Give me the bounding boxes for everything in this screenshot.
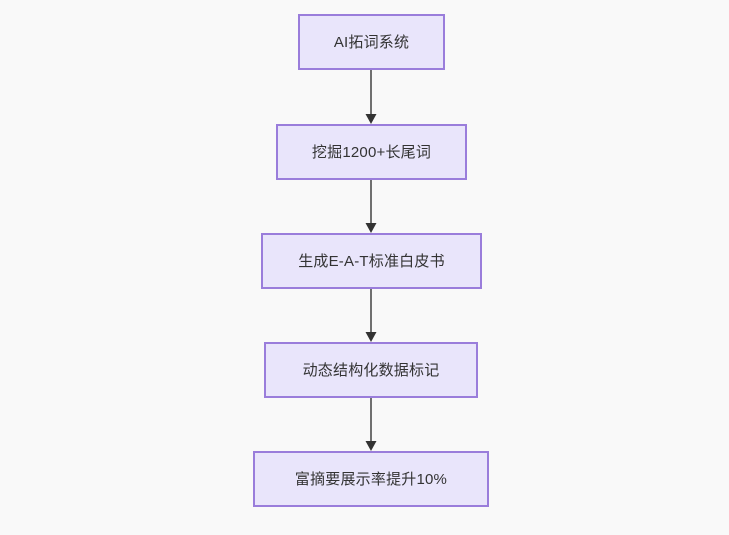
flowchart-node-label: 动态结构化数据标记 [302,361,440,379]
connector-node1-to-node2 [359,70,383,124]
flowchart-node-generate-eat-whitepaper[interactable]: 生成E-A-T标准白皮书 [261,233,482,289]
flowchart-node-label: AI拓词系统 [333,33,410,51]
flowchart-node-label: 生成E-A-T标准白皮书 [298,252,445,270]
arrow-icon [365,180,377,233]
connector-node4-to-node5 [359,398,383,451]
flowchart-node-label: 挖掘1200+长尾词 [311,143,432,161]
arrow-icon [365,70,377,124]
flowchart-node-mine-longtail-keywords[interactable]: 挖掘1200+长尾词 [276,124,467,180]
connector-node2-to-node3 [359,180,383,233]
flowchart-node-dynamic-structured-data-markup[interactable]: 动态结构化数据标记 [264,342,478,398]
flowchart-node-ai-keyword-system[interactable]: AI拓词系统 [298,14,445,70]
arrow-icon [365,398,377,451]
flowchart-node-label: 富摘要展示率提升10% [294,470,448,488]
flowchart-node-rich-snippet-impression-uplift[interactable]: 富摘要展示率提升10% [253,451,489,507]
connector-node3-to-node4 [359,289,383,342]
arrow-icon [365,289,377,342]
